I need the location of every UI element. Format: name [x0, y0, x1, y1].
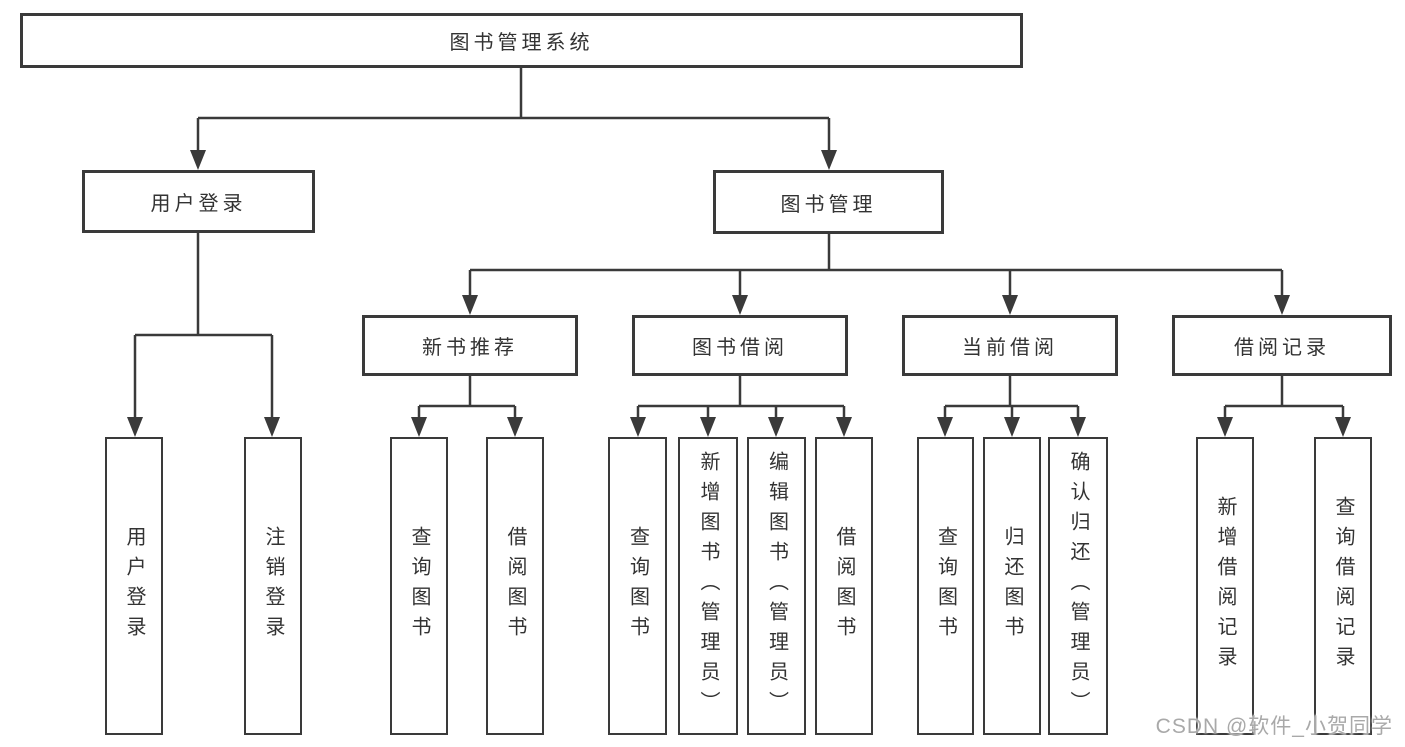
leaf-records-query-record: 查询借阅记录 — [1314, 437, 1372, 735]
leaf-current-confirm-return-admin-label: 确认归还（管理员） — [1067, 451, 1089, 721]
node-borrow-records: 借阅记录 — [1172, 315, 1392, 376]
leaf-records-add-record-label: 新增借阅记录 — [1214, 496, 1236, 676]
leaf-records-query-record-label: 查询借阅记录 — [1332, 496, 1354, 676]
leaf-borrow-query-books: 查询图书 — [608, 437, 667, 735]
node-book-management-label: 图书管理 — [780, 193, 877, 216]
leaf-user-login-label: 用户登录 — [123, 526, 145, 646]
leaf-borrow-query-books-label: 查询图书 — [626, 526, 649, 646]
connector-lines — [133, 68, 1345, 421]
node-new-book-recommend: 新书推荐 — [362, 315, 578, 376]
node-book-management: 图书管理 — [713, 170, 944, 234]
node-user-login: 用户登录 — [82, 170, 315, 233]
leaf-borrow-borrow-books: 借阅图书 — [815, 437, 873, 735]
leaf-borrow-borrow-books-label: 借阅图书 — [833, 526, 855, 646]
node-book-borrow: 图书借阅 — [632, 315, 848, 376]
csdn-watermark: CSDN @软件_小贺同学 — [1155, 715, 1393, 738]
leaf-logout-label: 注销登录 — [262, 526, 284, 646]
node-borrow-records-label: 借阅记录 — [1234, 337, 1330, 359]
node-root: 图书管理系统 — [20, 13, 1023, 68]
leaf-newrec-query-books-label: 查询图书 — [408, 526, 430, 646]
leaf-records-add-record: 新增借阅记录 — [1196, 437, 1254, 735]
leaf-borrow-edit-books-admin: 编辑图书（管理员） — [747, 437, 806, 735]
node-current-borrow: 当前借阅 — [902, 315, 1118, 376]
leaf-newrec-query-books: 查询图书 — [390, 437, 448, 735]
node-book-borrow-label: 图书借阅 — [692, 337, 788, 359]
node-current-borrow-label: 当前借阅 — [962, 337, 1058, 359]
leaf-newrec-borrow-books: 借阅图书 — [486, 437, 544, 735]
leaf-current-return-books: 归还图书 — [983, 437, 1041, 735]
leaf-current-query-books-label: 查询图书 — [934, 526, 957, 646]
leaf-current-confirm-return-admin: 确认归还（管理员） — [1048, 437, 1108, 735]
node-root-label: 图书管理系统 — [449, 32, 594, 54]
leaf-current-return-books-label: 归还图书 — [1001, 526, 1023, 646]
node-new-book-recommend-label: 新书推荐 — [422, 337, 518, 359]
leaf-borrow-add-books-admin-label: 新增图书（管理员） — [697, 451, 719, 721]
leaf-user-login: 用户登录 — [105, 437, 163, 735]
leaf-borrow-add-books-admin: 新增图书（管理员） — [678, 437, 738, 735]
node-user-login-label: 用户登录 — [150, 193, 247, 215]
leaf-borrow-edit-books-admin-label: 编辑图书（管理员） — [765, 451, 788, 721]
leaf-logout: 注销登录 — [244, 437, 302, 735]
leaf-current-query-books: 查询图书 — [917, 437, 974, 735]
leaf-newrec-borrow-books-label: 借阅图书 — [504, 526, 526, 646]
arrowheads — [127, 150, 1351, 437]
